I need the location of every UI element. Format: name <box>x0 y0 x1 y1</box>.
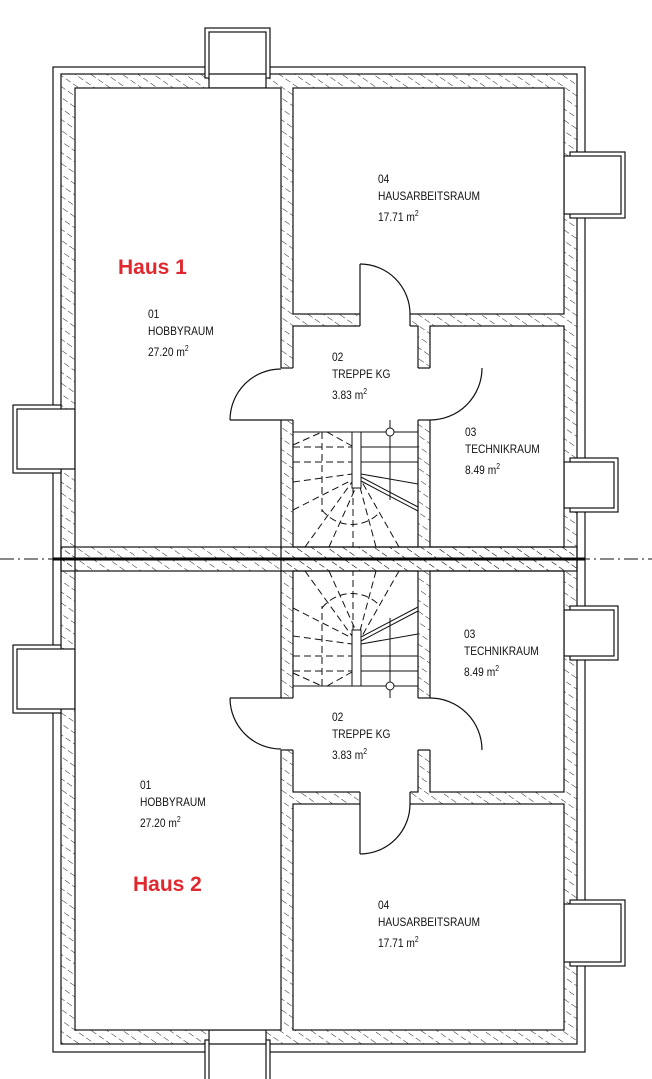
room-area: 3.83 m2 <box>332 747 367 762</box>
room-label-treppe-1: 02 TREPPE KG 3.83 m2 <box>332 349 390 404</box>
room-name: HOBBYRAUM <box>140 795 206 809</box>
room-number: 01 <box>148 307 160 321</box>
room-number: 03 <box>464 627 476 641</box>
room-label-hobbyraum-2: 01 HOBBYRAUM 27.20 m2 <box>140 777 206 832</box>
room-area: 17.71 m2 <box>378 935 419 950</box>
room-area: 3.83 m2 <box>332 387 367 402</box>
room-area: 27.20 m2 <box>140 815 181 830</box>
room-name: TECHNIKRAUM <box>464 644 539 658</box>
room-name: TECHNIKRAUM <box>465 442 540 456</box>
room-label-technikraum-1: 03 TECHNIKRAUM 8.49 m2 <box>465 424 540 479</box>
room-number: 01 <box>140 778 152 792</box>
room-name: HOBBYRAUM <box>148 324 214 338</box>
room-number: 02 <box>332 710 344 724</box>
house-label-1: Haus 1 <box>118 256 187 279</box>
room-area: 8.49 m2 <box>465 462 500 477</box>
room-label-hausarbeitsraum-2: 04 HAUSARBEITSRAUM 17.71 m2 <box>378 897 480 952</box>
room-label-technikraum-2: 03 TECHNIKRAUM 8.49 m2 <box>464 626 539 681</box>
room-number: 04 <box>378 898 390 912</box>
haus-1-plan <box>12 27 626 560</box>
room-name: TREPPE KG <box>332 367 391 381</box>
room-area: 8.49 m2 <box>464 664 499 679</box>
room-area: 17.71 m2 <box>378 209 419 224</box>
room-number: 03 <box>465 425 477 439</box>
room-name: HAUSARBEITSRAUM <box>378 189 481 203</box>
room-area: 27.20 m2 <box>148 344 189 359</box>
room-label-hausarbeitsraum-1: 04 HAUSARBEITSRAUM 17.71 m2 <box>378 171 480 226</box>
room-name: TREPPE KG <box>332 727 391 741</box>
room-label-hobbyraum-1: 01 HOBBYRAUM 27.20 m2 <box>148 306 214 361</box>
room-number: 04 <box>378 172 390 186</box>
room-label-treppe-2: 02 TREPPE KG 3.83 m2 <box>332 709 390 764</box>
room-number: 02 <box>332 350 344 364</box>
room-name: HAUSARBEITSRAUM <box>378 915 481 929</box>
house-label-2: Haus 2 <box>133 873 202 896</box>
